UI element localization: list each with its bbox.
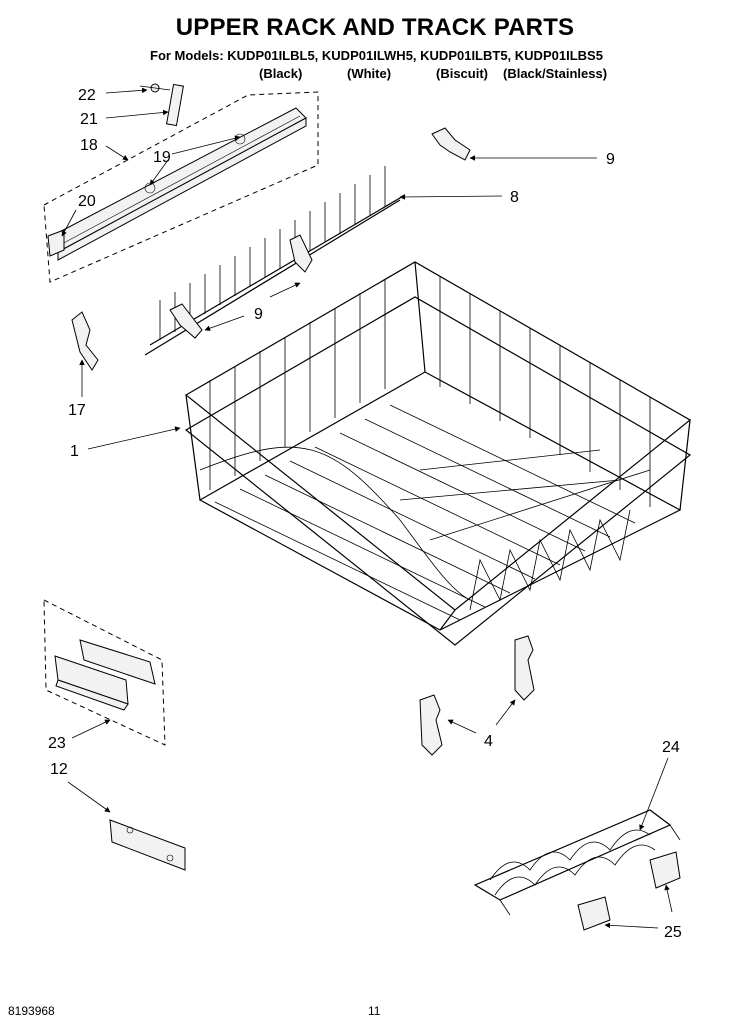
color-black: (Black) bbox=[259, 66, 303, 81]
color-black-stainless: (Black/Stainless) bbox=[503, 66, 608, 81]
leader-lines bbox=[61, 87, 673, 929]
rack-clip-25 bbox=[577, 851, 681, 931]
callout-19: 19 bbox=[153, 149, 171, 166]
rack-roller-4 bbox=[419, 635, 535, 756]
color-white: (White) bbox=[347, 66, 392, 81]
document-number: 8193968 bbox=[8, 1004, 55, 1018]
track-assembly bbox=[43, 83, 319, 283]
callout-12: 12 bbox=[50, 761, 68, 778]
callout-17: 17 bbox=[68, 402, 86, 419]
wire-rack-24 bbox=[473, 809, 681, 916]
callout-1: 1 bbox=[70, 443, 79, 460]
models-line: For Models: KUDP01ILBL5, KUDP01ILWH5, KU… bbox=[150, 48, 603, 63]
rack-stop-12 bbox=[109, 819, 186, 871]
tine-clip-upper bbox=[431, 127, 471, 161]
callout-25: 25 bbox=[664, 924, 682, 941]
callout-8: 8 bbox=[510, 189, 519, 206]
color-biscuit: (Biscuit) bbox=[436, 66, 488, 81]
callout-18: 18 bbox=[80, 137, 98, 154]
rack-adjuster-group bbox=[43, 599, 166, 746]
callout-20: 20 bbox=[78, 193, 96, 210]
adjuster-housing bbox=[79, 639, 156, 685]
callout-23: 23 bbox=[48, 735, 66, 752]
track-assembly-outline bbox=[43, 91, 319, 283]
callout-24: 24 bbox=[662, 739, 680, 756]
callout-22: 22 bbox=[78, 87, 96, 104]
track-stop bbox=[166, 83, 184, 127]
tine-clip-mid bbox=[289, 234, 313, 273]
tine-clip-17 bbox=[71, 311, 99, 371]
callout-21: 21 bbox=[80, 111, 98, 128]
track-end-cap bbox=[47, 229, 65, 257]
callout-9-lower: 9 bbox=[254, 306, 263, 323]
upper-rack bbox=[184, 261, 692, 646]
page-number: 11 bbox=[368, 1004, 381, 1018]
callout-9-upper: 9 bbox=[606, 151, 615, 168]
page-title: UPPER RACK AND TRACK PARTS bbox=[175, 14, 575, 41]
callout-4: 4 bbox=[484, 733, 493, 750]
tine-clip-lower bbox=[169, 303, 203, 339]
